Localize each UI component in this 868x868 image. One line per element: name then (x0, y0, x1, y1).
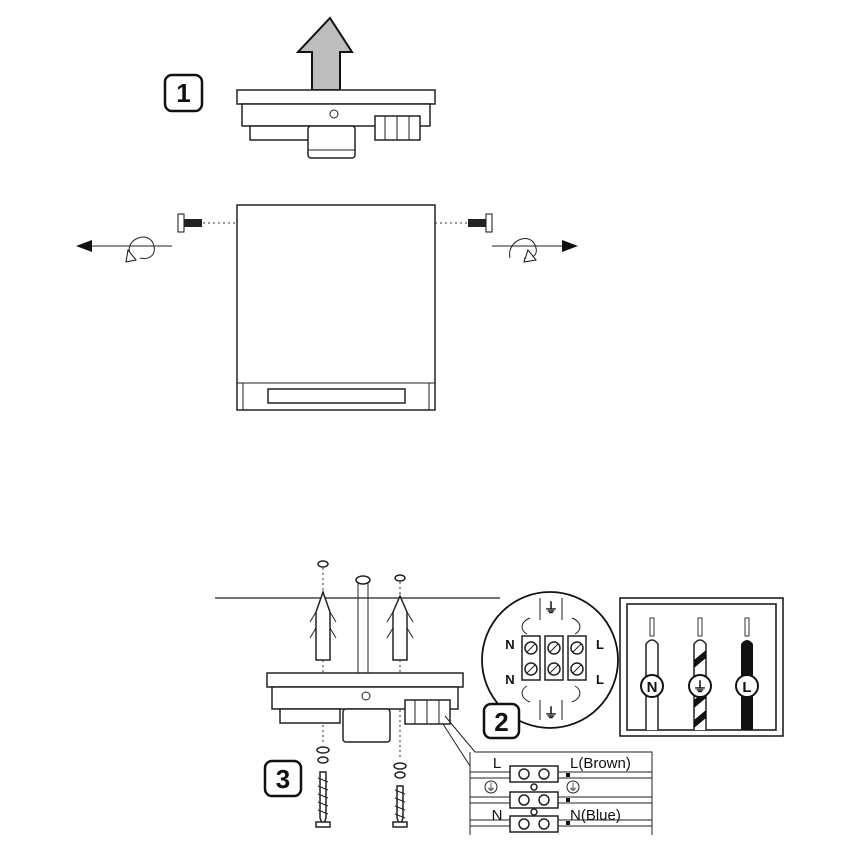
lift-up-arrow (295, 16, 354, 91)
svg-text:L: L (493, 755, 501, 772)
step2-badge: 2 (482, 702, 521, 740)
mounting-plate-step1 (236, 89, 436, 159)
cable-pipe (355, 575, 371, 673)
mounting-plate-step3 (266, 672, 464, 743)
step3-badge: 3 (263, 759, 303, 798)
unscrew-right-arrow-icon (492, 238, 578, 263)
neutral-wire: N (640, 617, 664, 730)
svg-text:⏚: ⏚ (693, 679, 707, 695)
screw-right-icon (392, 762, 408, 829)
left-screw-icon (177, 213, 237, 233)
svg-text:L: L (742, 679, 751, 696)
svg-text:3: 3 (276, 764, 290, 794)
svg-text:L: L (596, 637, 604, 652)
svg-text:⏚: ⏚ (544, 600, 558, 616)
svg-text:1: 1 (176, 78, 190, 108)
live-wire: L (735, 617, 759, 730)
connection-terminal-box: L N L(Brown) N(Blue) ⏚ ⏚ (442, 715, 653, 835)
wall-plug-right-icon (386, 574, 414, 760)
terminal-block-detail: ⏚ ⏚ N N L L (446, 591, 619, 729)
luminaire-body (236, 204, 436, 411)
screw-left-icon (315, 746, 331, 829)
wall-plug-left-icon (309, 560, 337, 745)
svg-text:L: L (596, 672, 604, 687)
earth-wire: ⏚ (688, 617, 712, 730)
svg-text:⏚: ⏚ (544, 705, 558, 721)
svg-text:N: N (492, 807, 503, 824)
svg-text:N: N (647, 679, 658, 696)
svg-text:N: N (505, 672, 514, 687)
svg-text:N: N (505, 637, 514, 652)
right-screw-icon (435, 213, 493, 233)
svg-text:⏚: ⏚ (568, 782, 578, 794)
svg-text:N(Blue): N(Blue) (570, 807, 621, 824)
svg-text:⏚: ⏚ (486, 782, 496, 794)
svg-text:L(Brown): L(Brown) (570, 755, 631, 772)
step1-badge: 1 (163, 73, 204, 113)
svg-text:2: 2 (494, 707, 508, 737)
unscrew-left-arrow-icon (76, 236, 172, 263)
wire-identification-box: N ⏚ L (619, 597, 784, 737)
